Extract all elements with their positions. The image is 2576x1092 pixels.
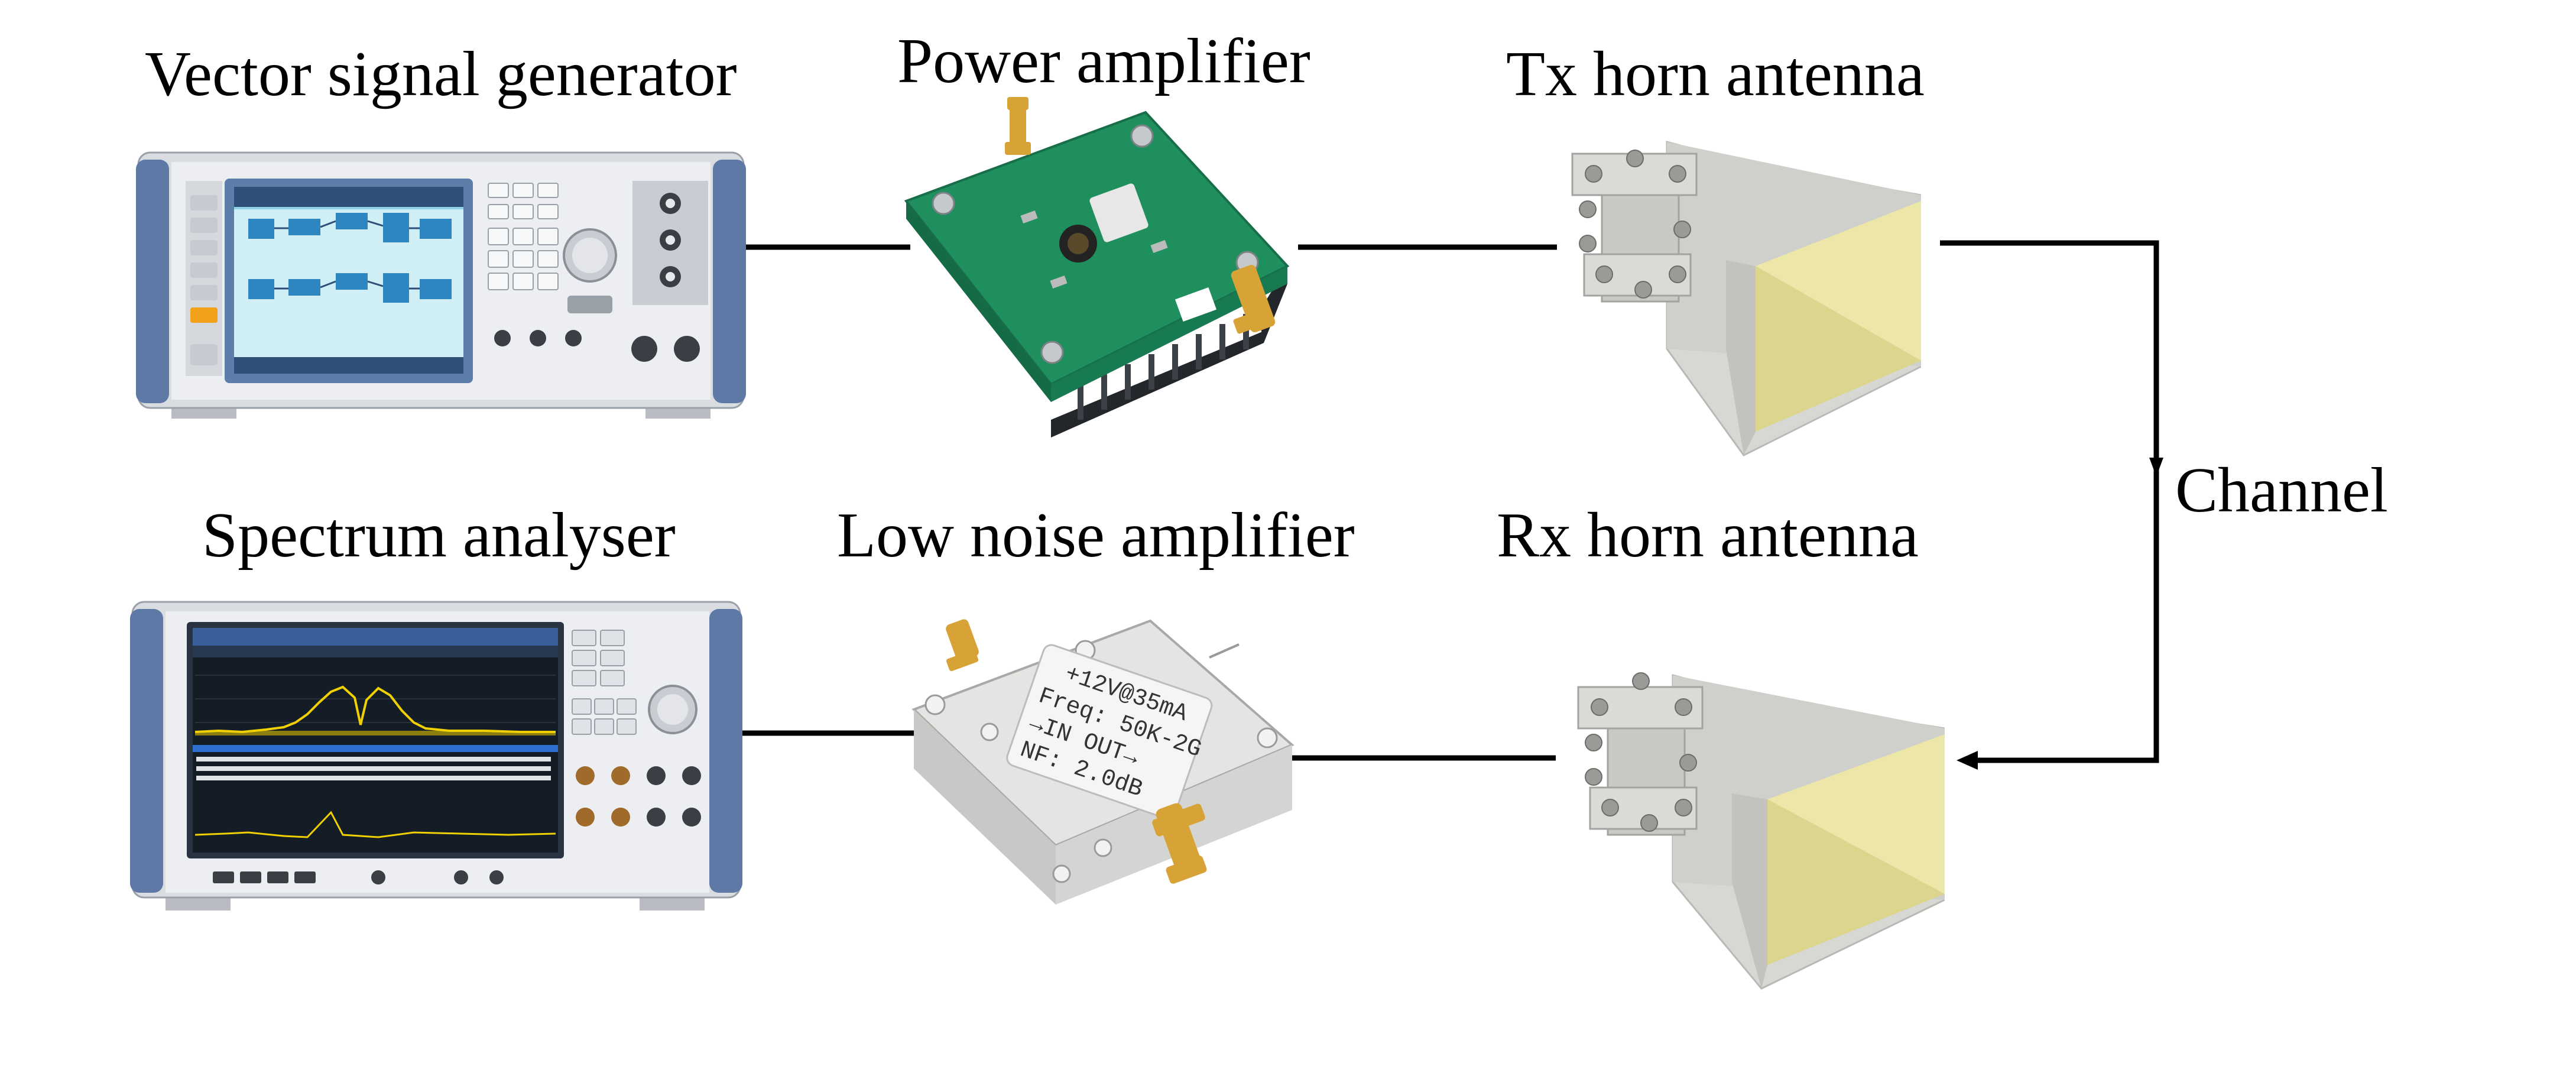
rx-arrowhead [1957,751,1978,770]
channel-midpoint-arrowhead [2149,458,2163,477]
spectrum-analyser-icon [130,598,742,913]
pa-label: Power amplifier [897,26,1310,96]
sa-label: Spectrum analyser [202,500,676,571]
tx-label: Tx horn antenna [1506,39,1925,109]
channel-label: Channel [2175,455,2388,526]
rx-label: Rx horn antenna [1497,500,1919,571]
rx-horn-antenna-icon [1537,646,1945,994]
lna-label: Low noise amplifier [837,500,1355,571]
power-amplifier-icon [903,89,1311,449]
vsg-label: Vector signal generator [145,39,737,109]
tx-horn-antenna-icon [1531,112,1921,461]
vector-signal-generator-icon [136,124,746,420]
low-noise-amplifier-icon: +12V@35mA Freq: 50K-2G →IN OUT→ NF: 2.0d… [908,591,1310,922]
channel-path-line [1940,240,2159,763]
